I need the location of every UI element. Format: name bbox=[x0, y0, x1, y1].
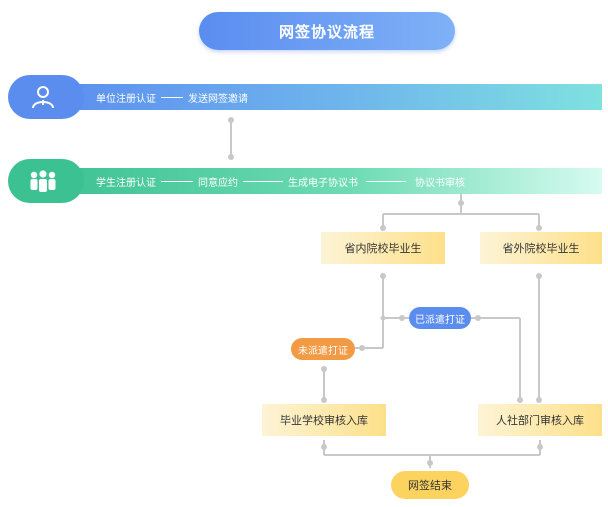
step-agreement-review: 协议书审核 bbox=[415, 177, 465, 189]
hr-review-archive-box: 人社部门审核入库 bbox=[478, 404, 602, 436]
employer-role-pill bbox=[8, 75, 84, 119]
school-review-archive-box: 毕业学校审核入库 bbox=[262, 404, 386, 436]
in-province-graduates-box: 省内院校毕业生 bbox=[321, 232, 445, 264]
step-student-register: 学生注册认证 bbox=[96, 177, 156, 189]
dash-connector bbox=[243, 180, 283, 182]
student-role-pill bbox=[8, 159, 84, 203]
page-title: 网签协议流程 bbox=[199, 12, 455, 50]
dash-connector bbox=[366, 180, 406, 182]
flow-end-pill: 网签结束 bbox=[391, 471, 469, 499]
out-province-graduates-box: 省外院校毕业生 bbox=[480, 232, 602, 264]
group-icon bbox=[30, 170, 56, 192]
employer-flow-band: 单位注册认证 发送网签邀请 bbox=[44, 84, 602, 110]
student-flow-band: 学生注册认证 同意应约 生成电子协议书 协议书审核 bbox=[44, 168, 602, 194]
undispatched-pill: 未派遣打证 bbox=[291, 338, 355, 360]
step-send-invite: 发送网签邀请 bbox=[188, 93, 248, 105]
step-employer-register: 单位注册认证 bbox=[96, 93, 156, 105]
step-agree: 同意应约 bbox=[198, 177, 238, 189]
person-icon bbox=[32, 86, 54, 109]
step-generate-agreement: 生成电子协议书 bbox=[288, 177, 358, 189]
dash-connector bbox=[161, 96, 183, 98]
dispatched-pill: 已派遣打证 bbox=[409, 307, 471, 329]
dash-connector bbox=[161, 180, 193, 182]
